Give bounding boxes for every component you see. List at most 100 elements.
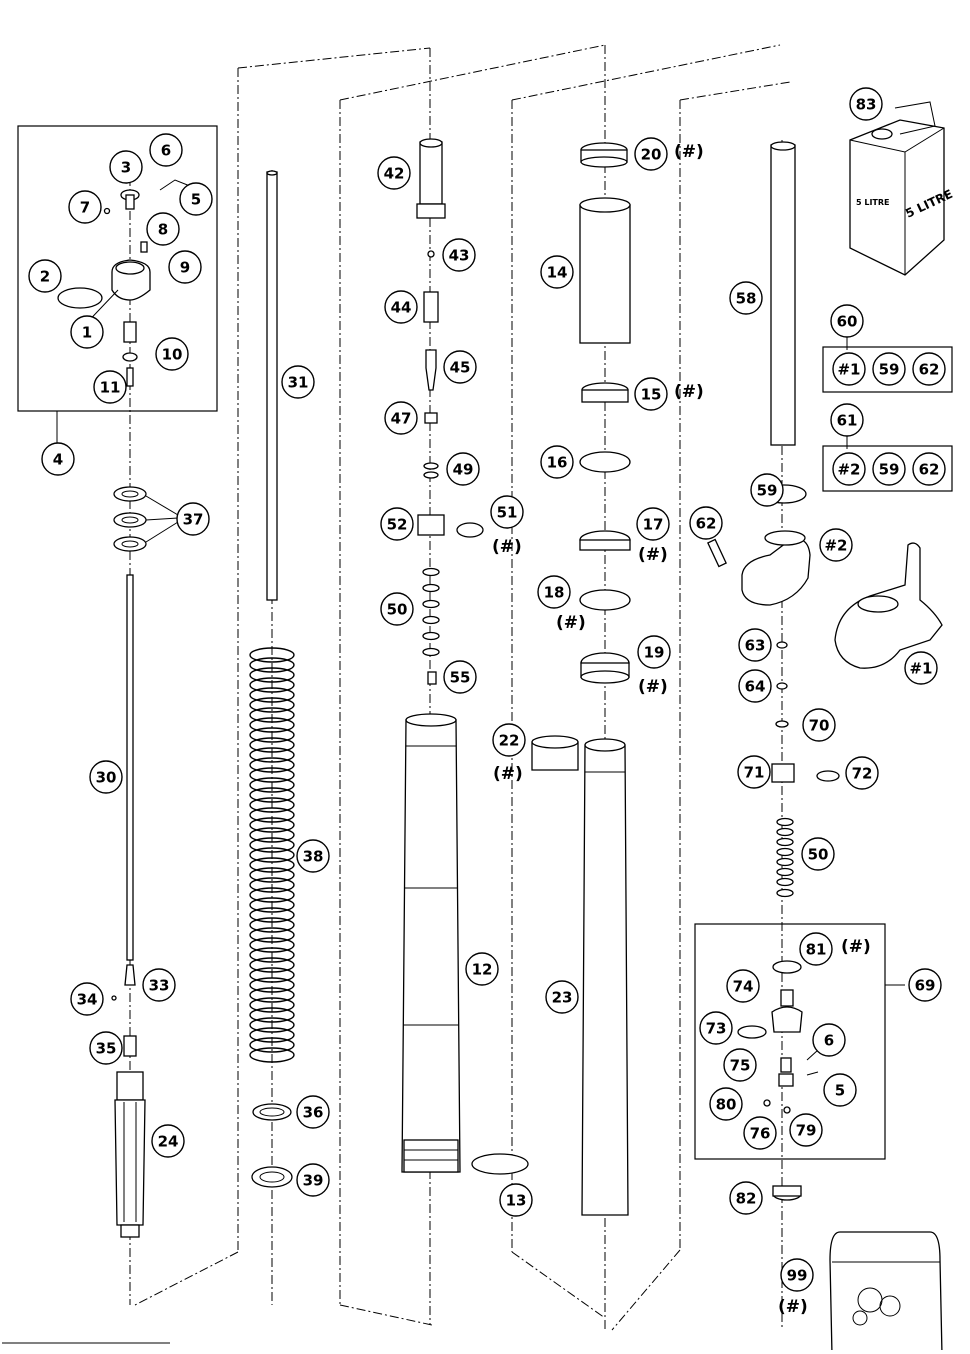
callout-number: 24	[158, 1133, 179, 1151]
callout-number: 12	[472, 961, 493, 979]
hash-mark: (#)	[778, 1297, 808, 1317]
callout-62-repeat: 62	[912, 452, 946, 486]
callout-number: 79	[796, 1122, 817, 1140]
callout-71: 71	[737, 755, 771, 789]
callout-number: 18	[544, 584, 565, 602]
variant-markers: #1 #1 #2 #2	[819, 352, 938, 685]
outer-tube-12	[401, 671, 461, 1173]
guide-ring-13	[471, 1153, 529, 1175]
variant-text: #2	[837, 461, 860, 479]
variant-text: #1	[837, 361, 860, 379]
callout-5: 5	[179, 182, 213, 216]
callout-number: 9	[180, 259, 190, 277]
callout-51: 51	[490, 495, 524, 529]
shim-stack-50-right	[776, 817, 794, 898]
callout-75: 75	[723, 1048, 757, 1082]
callout-number: 17	[643, 516, 664, 534]
callout-50: 50	[380, 592, 414, 626]
callout-23: 23	[545, 980, 579, 1014]
callout-73: 73	[699, 1011, 733, 1045]
callout-24: 24	[151, 1124, 185, 1158]
variant-v2: #2	[832, 452, 866, 486]
callout-number: 1	[82, 324, 92, 342]
callout-15: 15	[634, 377, 668, 411]
callout-30: 30	[89, 760, 123, 794]
callout-number: 61	[837, 412, 858, 430]
canister-label-side: 5 LITRE	[856, 198, 890, 207]
callout-number: 33	[149, 977, 170, 995]
callout-number: 22	[499, 732, 520, 750]
callout-number: 14	[547, 264, 568, 282]
callout-59-repeat: 59	[872, 352, 906, 386]
variant-v2: #2	[819, 528, 853, 562]
callout-37: 37	[176, 502, 210, 536]
callout-number: 50	[808, 846, 829, 864]
washers-36-39	[251, 1103, 293, 1188]
callout-number: 70	[809, 717, 830, 735]
variant-box-61	[822, 445, 953, 492]
hash-mark: (#)	[841, 937, 871, 957]
callout-number: 3	[121, 159, 131, 177]
callout-39: 39	[296, 1163, 330, 1197]
hash-marks: (#)(#)(#)(#)(#)(#)(#)(#)(#)	[492, 142, 871, 1317]
callout-69: 69	[908, 968, 942, 1002]
callout-81: 81	[799, 932, 833, 966]
callout-number: 99	[787, 1267, 808, 1285]
callout-number: 19	[644, 644, 665, 662]
callout-1: 1	[70, 315, 104, 349]
callout-number: 69	[915, 977, 936, 995]
callout-number: 81	[806, 941, 827, 959]
callout-35: 35	[89, 1031, 123, 1065]
callout-61: 61	[830, 403, 864, 437]
callout-14: 14	[540, 255, 574, 289]
hash-mark: (#)	[556, 613, 586, 633]
callout-74: 74	[726, 969, 760, 1003]
callout-number: 51	[497, 504, 518, 522]
callout-33: 33	[142, 968, 176, 1002]
callout-55: 55	[443, 660, 477, 694]
callout-number: 71	[744, 764, 765, 782]
callout-number: 34	[77, 991, 98, 1009]
callout-number: 59	[757, 482, 778, 500]
piston-rod-30	[111, 574, 137, 1057]
callout-13: 13	[499, 1183, 533, 1217]
callout-number: 52	[387, 516, 408, 534]
parts-bag-99	[829, 1231, 943, 1354]
callout-83: 83	[849, 87, 883, 121]
callout-number: 5	[191, 191, 201, 209]
callout-number: 62	[696, 515, 717, 533]
callout-number: 16	[547, 454, 568, 472]
callout-62-repeat: 62	[912, 352, 946, 386]
callout-number: 47	[391, 410, 412, 428]
callout-number: 44	[391, 299, 412, 317]
callout-number: 62	[919, 461, 940, 479]
callout-45: 45	[443, 350, 477, 384]
callout-16: 16	[540, 445, 574, 479]
variant-text: #2	[824, 537, 847, 555]
callout-76: 76	[743, 1116, 777, 1150]
callout-50-repeat: 50	[801, 837, 835, 871]
callout-number: 42	[384, 165, 405, 183]
callout-number: 59	[879, 361, 900, 379]
callout-6-repeat: 6	[812, 1023, 846, 1057]
callout-62: 62	[689, 506, 723, 540]
callout-number: 6	[161, 142, 171, 160]
damper-rod-31	[266, 170, 278, 601]
assembly-boundaries	[134, 44, 791, 1331]
base-valve-assembly-box	[694, 923, 886, 1160]
callout-number: 20	[641, 146, 662, 164]
callout-number: 83	[856, 96, 877, 114]
callout-number: 6	[824, 1032, 834, 1050]
callout-5-repeat: 5	[823, 1073, 857, 1107]
right-leg-parts	[707, 141, 840, 783]
fork-spring-38	[249, 647, 295, 1063]
variant-v1: #1	[904, 651, 938, 685]
callout-number: 73	[706, 1020, 727, 1038]
callout-number: 63	[745, 637, 766, 655]
callout-number: 38	[303, 848, 324, 866]
callout-number: 59	[879, 461, 900, 479]
callout-number: 13	[506, 1192, 527, 1210]
callout-number: 45	[450, 359, 471, 377]
callout-number: 43	[449, 247, 470, 265]
callout-number: 11	[100, 379, 121, 397]
